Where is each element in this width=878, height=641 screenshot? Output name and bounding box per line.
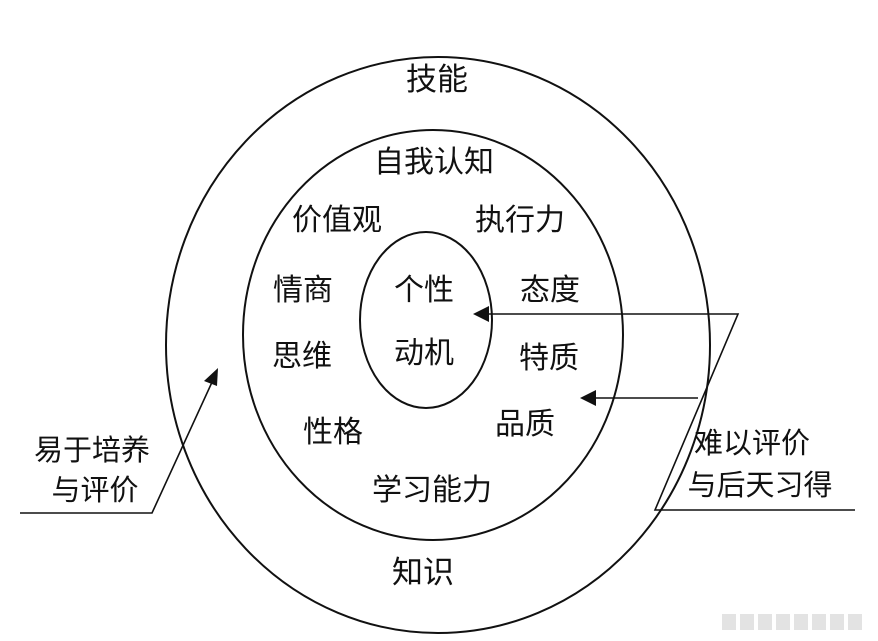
middle-item-quality: 品质	[495, 407, 555, 442]
middle-item-character: 性格	[303, 415, 363, 450]
outer-top-label: 技能	[406, 62, 468, 98]
right-arrowhead-upper	[473, 306, 489, 322]
right-note-line2: 与后天习得	[687, 468, 832, 502]
middle-item-values: 价值观	[292, 203, 382, 238]
right-note-line1: 难以评价	[694, 426, 810, 460]
outer-bottom-label: 知识	[392, 555, 454, 591]
left-note-line2: 与评价	[51, 473, 138, 507]
middle-item-self-awareness: 自我认知	[374, 145, 494, 180]
watermark	[722, 614, 862, 630]
outer-ring	[165, 56, 711, 634]
middle-item-execution: 执行力	[475, 203, 565, 238]
middle-item-eq: 情商	[273, 273, 333, 308]
middle-item-thinking: 思维	[272, 339, 332, 374]
middle-ring	[242, 129, 624, 541]
middle-item-traits: 特质	[519, 341, 579, 376]
inner-item-motivation: 动机	[394, 336, 454, 371]
right-arrowhead-lower	[580, 390, 596, 406]
left-arrowhead	[204, 368, 218, 386]
left-leader-line	[20, 379, 214, 514]
right-leader-line	[487, 313, 855, 511]
left-note-line1: 易于培养	[34, 433, 150, 467]
inner-ring	[359, 231, 493, 409]
middle-item-attitude: 态度	[520, 273, 580, 308]
inner-item-personality: 个性	[394, 273, 454, 308]
middle-item-learning-ability: 学习能力	[372, 473, 492, 508]
